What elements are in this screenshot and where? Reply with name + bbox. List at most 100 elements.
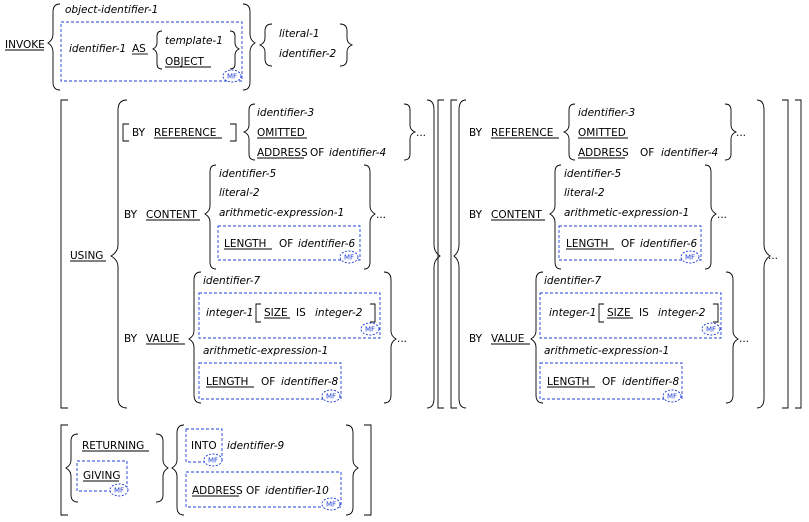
address-of: OF — [310, 147, 324, 159]
mf-extension-box-as — [60, 21, 243, 82]
reference-keyword: REFERENCE — [154, 127, 216, 139]
content-close-brace — [363, 164, 376, 270]
identifier-5-text: identifier-5 — [219, 168, 277, 180]
returning-keyword: RETURNING — [82, 440, 144, 452]
by-value-by: BY — [124, 333, 138, 345]
reference-open-brace — [242, 103, 256, 161]
content-open-brace — [204, 164, 217, 270]
integer-2-text: integer-2 — [315, 307, 363, 319]
address-keyword-returning: ADDRESS — [192, 485, 243, 497]
invoke-close-brace — [242, 3, 256, 91]
rep-literal-2-text: literal-2 — [564, 187, 605, 199]
literal-1-text: literal-1 — [279, 28, 320, 40]
rep-by-content-by: BY — [469, 209, 483, 221]
mf-badge-content-length — [339, 250, 359, 264]
rep-arithmetic-expression-1-text: arithmetic-expression-1 — [564, 207, 689, 219]
rep-content-keyword: CONTENT — [491, 209, 542, 221]
value-close-brace — [383, 271, 397, 404]
using-repeat-close-brace — [756, 99, 771, 409]
rep-integer-1-text: integer-1 — [549, 307, 597, 319]
object-keyword: OBJECT — [165, 56, 205, 68]
using-keyword: USING — [70, 250, 103, 262]
using-repeat-open-bracket — [450, 99, 457, 409]
mf-badge-value-length — [321, 389, 341, 403]
mf-badge-into — [203, 453, 223, 467]
rep-value-close-brace — [725, 271, 739, 404]
mf-extension-box-size — [198, 292, 381, 339]
omitted-keyword: OMITTED — [257, 127, 305, 139]
rep-identifier-4-text: identifier-4 — [661, 147, 718, 159]
mf-badge-as-label: MF — [227, 73, 237, 81]
method-close-brace — [339, 23, 354, 67]
rep-value-open-brace — [530, 271, 544, 404]
using-repeat-outer-close-bracket — [795, 99, 802, 409]
rep-identifier-6-text: identifier-6 — [640, 238, 698, 250]
invoke-keyword: INVOKE — [5, 39, 45, 51]
returning-close-brace — [155, 433, 169, 503]
rep-value-length-of: OF — [602, 376, 616, 388]
using-repeat-ellipsis: ... — [768, 250, 778, 262]
size-is: IS — [296, 307, 306, 319]
by-reference-close-bracket — [230, 123, 237, 142]
identifier-2-text: identifier-2 — [279, 48, 337, 60]
arithmetic-expression-1-value-text: arithmetic-expression-1 — [203, 345, 328, 357]
mf-badge-content-length-label: MF — [344, 254, 354, 262]
rep-value-keyword: VALUE — [491, 333, 524, 345]
content-length-of: OF — [279, 238, 293, 250]
mf-badge-address-label: MF — [326, 501, 336, 509]
rep-size-is: IS — [639, 307, 649, 319]
as-keyword: AS — [132, 43, 146, 55]
using-repeat-open-brace — [453, 99, 467, 409]
using-open-brace — [110, 99, 128, 409]
rep-reference-ellipsis: ... — [736, 127, 746, 139]
identifier-7-text: identifier-7 — [203, 275, 261, 287]
rep-address-keyword: ADDRESS — [578, 147, 629, 159]
using-close-bracket — [437, 99, 444, 409]
by-content-by: BY — [124, 209, 138, 221]
mf-extension-box-address — [185, 471, 342, 508]
rep-identifier-5-text: identifier-5 — [564, 168, 622, 180]
rep-content-length-of: OF — [621, 238, 635, 250]
content-ellipsis: ... — [376, 209, 386, 221]
giving-keyword: GIVING — [83, 470, 121, 482]
rep-mf-badge-size-label: MF — [706, 326, 716, 334]
rep-address-of: OF — [640, 147, 654, 159]
size-keyword: SIZE — [264, 307, 288, 319]
size-close-bracket — [370, 303, 376, 323]
rep-arithmetic-expression-1-value-text: arithmetic-expression-1 — [544, 345, 669, 357]
mf-badge-value-length-label: MF — [326, 393, 336, 401]
mf-badge-size — [360, 322, 380, 336]
rep-integer-2-text: integer-2 — [658, 307, 706, 319]
rep-size-close-bracket — [713, 303, 719, 323]
value-open-brace — [188, 271, 202, 404]
size-open-bracket — [255, 303, 261, 323]
rep-size-open-bracket — [598, 303, 604, 323]
method-open-brace — [258, 23, 273, 67]
mf-extension-box-value-length — [198, 362, 342, 400]
rep-mf-extension-box-size — [539, 292, 722, 339]
using-repeat-inner-close-bracket — [782, 99, 789, 409]
rep-omitted-keyword: OMITTED — [578, 127, 626, 139]
rep-content-length-keyword: LENGTH — [566, 238, 608, 250]
by-reference-open-bracket — [122, 123, 129, 142]
object-identifier-1-text: object-identifier-1 — [65, 4, 158, 16]
rep-mf-badge-value-length — [662, 389, 682, 403]
identifier-4-text: identifier-4 — [329, 147, 386, 159]
content-length-keyword: LENGTH — [224, 238, 266, 250]
returning-open-brace — [65, 433, 79, 503]
rep-reference-keyword: REFERENCE — [491, 127, 553, 139]
address-of-returning: OF — [246, 485, 260, 497]
rep-mf-badge-value-length-label: MF — [667, 393, 677, 401]
identifier-10-text: identifier-10 — [265, 485, 329, 497]
template-close-brace — [229, 30, 241, 70]
returning-open-bracket — [60, 424, 68, 516]
identifier-3-text: identifier-3 — [257, 107, 314, 119]
rep-mf-extension-box-content-length — [558, 225, 702, 261]
rep-reference-open-brace — [562, 103, 576, 161]
rep-value-length-keyword: LENGTH — [547, 376, 589, 388]
rep-mf-extension-box-value-length — [539, 362, 683, 400]
identifier-6-text: identifier-6 — [298, 238, 356, 250]
rep-by-value-by: BY — [469, 333, 483, 345]
mf-badge-as — [222, 69, 242, 83]
